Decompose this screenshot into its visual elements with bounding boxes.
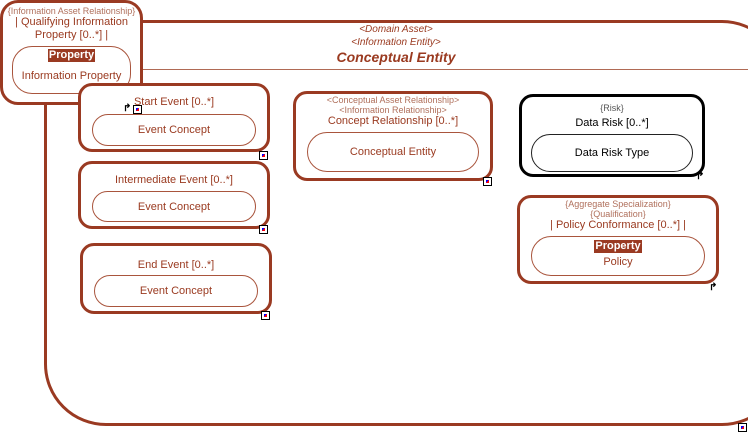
property-badge: Property xyxy=(594,240,642,253)
event-concept-inner[interactable]: Event Concept xyxy=(92,191,256,222)
start-event-box[interactable]: Start Event [0..*] Event Concept xyxy=(78,83,270,152)
stereotype-label: {Aggregate Specialization} xyxy=(565,199,671,209)
concept-relationship-box[interactable]: <Conceptual Asset Relationship> <Informa… xyxy=(293,91,493,181)
inner-label: Data Risk Type xyxy=(574,147,650,159)
inner-label: Conceptual Entity xyxy=(349,146,437,158)
diagram-link-icon[interactable] xyxy=(483,177,492,186)
stereotype-label: <Conceptual Asset Relationship> xyxy=(326,95,460,105)
stereotype-label: <Information Relationship> xyxy=(339,105,447,115)
inner-label: Event Concept xyxy=(137,124,211,136)
intermediate-event-box[interactable]: Intermediate Event [0..*] Event Concept xyxy=(78,161,270,229)
box-name: | Policy Conformance [0..*] | xyxy=(550,219,686,231)
box-name: End Event [0..*] xyxy=(137,259,215,271)
diagram-link-icon[interactable] xyxy=(259,225,268,234)
event-concept-inner[interactable]: Event Concept xyxy=(94,275,258,307)
property-badge: Property xyxy=(47,49,96,62)
inner-label: Policy xyxy=(603,256,633,268)
link-arrow-icon: ↱ xyxy=(696,171,705,182)
box-name: Start Event [0..*] xyxy=(133,96,215,108)
stereotype-label: {Information Asset Relationship} xyxy=(7,6,136,16)
container-stereotype: <Domain Asset> xyxy=(359,24,433,35)
conceptual-entity-container[interactable] xyxy=(44,20,748,426)
inner-label: Information Property xyxy=(21,70,122,82)
header-divider xyxy=(140,69,748,70)
data-risk-type-inner[interactable]: Data Risk Type xyxy=(531,134,693,172)
event-concept-inner[interactable]: Event Concept xyxy=(92,114,256,146)
link-arrow-icon: ↱ xyxy=(123,103,132,114)
qualifying-information-property-box[interactable]: {Information Asset Relationship} | Quali… xyxy=(0,0,143,105)
stereotype-label: {Risk} xyxy=(600,103,624,113)
box-name: Data Risk [0..*] xyxy=(575,117,649,129)
diagram-link-icon[interactable] xyxy=(133,105,142,114)
conceptual-entity-inner[interactable]: Conceptual Entity xyxy=(307,132,479,172)
link-arrow-icon: ↱ xyxy=(709,282,718,293)
stereotype-label: {Qualification} xyxy=(590,209,646,219)
container-stereotype: <Information Entity> xyxy=(351,37,441,48)
box-name: Concept Relationship [0..*] xyxy=(327,115,459,127)
policy-conformance-box[interactable]: {Aggregate Specialization} {Qualificatio… xyxy=(517,195,719,284)
container-title: Conceptual Entity xyxy=(336,49,456,65)
data-risk-box[interactable]: {Risk} Data Risk [0..*] Data Risk Type xyxy=(519,94,705,177)
badge-wrap: Property xyxy=(3,45,140,63)
box-name: | Qualifying Information Property [0..*]… xyxy=(15,16,128,41)
diagram-link-icon[interactable] xyxy=(261,311,270,320)
badge-wrap: Property xyxy=(520,236,716,254)
inner-label: Event Concept xyxy=(139,285,213,297)
diagram-link-icon[interactable] xyxy=(259,151,268,160)
box-name: Intermediate Event [0..*] xyxy=(114,174,233,186)
end-event-box[interactable]: End Event [0..*] Event Concept xyxy=(80,243,272,314)
container-header: <Domain Asset> <Information Entity> Conc… xyxy=(296,24,496,65)
diagram-link-icon[interactable] xyxy=(738,423,747,432)
inner-label: Event Concept xyxy=(137,200,211,213)
